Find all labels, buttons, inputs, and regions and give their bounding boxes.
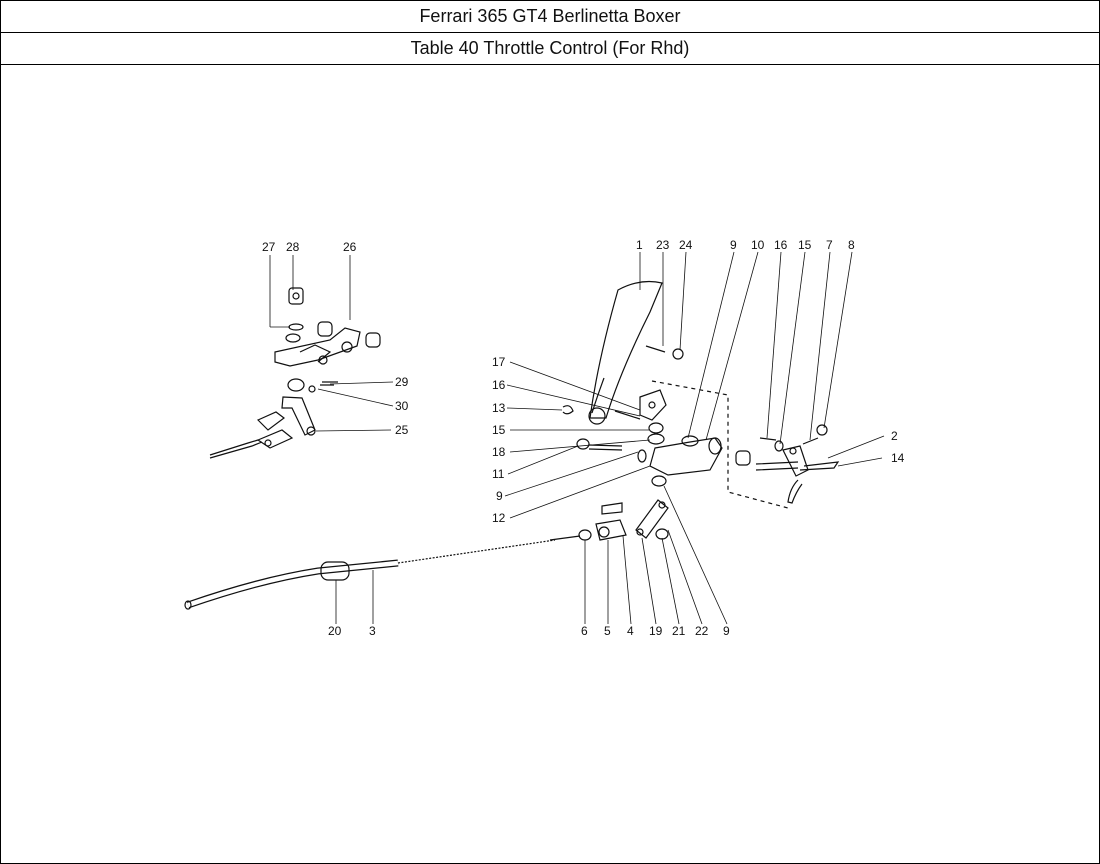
cable-drawing xyxy=(184,539,556,610)
callout-28: 28 xyxy=(286,240,300,254)
pedal-1-drawing xyxy=(562,280,751,487)
page-title: Ferrari 365 GT4 Berlinetta Boxer xyxy=(1,1,1099,33)
parts-diagram: 27 28 26 29 30 25 1 23 24 9 10 16 15 7 8… xyxy=(184,238,905,638)
callout-9-top: 9 xyxy=(730,238,737,252)
callout-20: 20 xyxy=(328,624,342,638)
callout-11: 11 xyxy=(492,467,505,481)
callout-4: 4 xyxy=(627,624,634,638)
callout-17: 17 xyxy=(492,355,506,369)
callout-27: 27 xyxy=(262,240,276,254)
linkage-drawing xyxy=(549,499,669,541)
callout-2: 2 xyxy=(891,429,898,443)
callout-23: 23 xyxy=(656,238,670,252)
callout-6: 6 xyxy=(581,624,588,638)
callout-12: 12 xyxy=(492,511,506,525)
callout-14: 14 xyxy=(891,451,905,465)
callout-21: 21 xyxy=(672,624,686,638)
bracket-26-drawing xyxy=(209,287,381,459)
callout-30: 30 xyxy=(395,399,409,413)
callout-labels: 27 28 26 29 30 25 1 23 24 9 10 16 15 7 8… xyxy=(262,238,905,638)
callout-13: 13 xyxy=(492,401,506,415)
callout-5: 5 xyxy=(604,624,611,638)
callout-1: 1 xyxy=(636,238,643,252)
callout-3: 3 xyxy=(369,624,376,638)
lever-2-drawing xyxy=(755,424,840,504)
callout-10: 10 xyxy=(751,238,765,252)
callout-24: 24 xyxy=(679,238,693,252)
callout-8: 8 xyxy=(848,238,855,252)
callout-15: 15 xyxy=(492,423,506,437)
leader-lines xyxy=(269,251,885,625)
callout-7: 7 xyxy=(826,238,833,252)
callout-19: 19 xyxy=(649,624,663,638)
table-title: Table 40 Throttle Control (For Rhd) xyxy=(1,33,1099,65)
callout-16-top: 16 xyxy=(774,238,788,252)
callout-29: 29 xyxy=(395,375,409,389)
callout-25: 25 xyxy=(395,423,409,437)
callout-15-top: 15 xyxy=(798,238,812,252)
callout-9-bottom: 9 xyxy=(723,624,730,638)
callout-26: 26 xyxy=(343,240,357,254)
callout-16: 16 xyxy=(492,378,506,392)
callout-9-left: 9 xyxy=(496,489,503,503)
callout-18: 18 xyxy=(492,445,506,459)
callout-22: 22 xyxy=(695,624,709,638)
